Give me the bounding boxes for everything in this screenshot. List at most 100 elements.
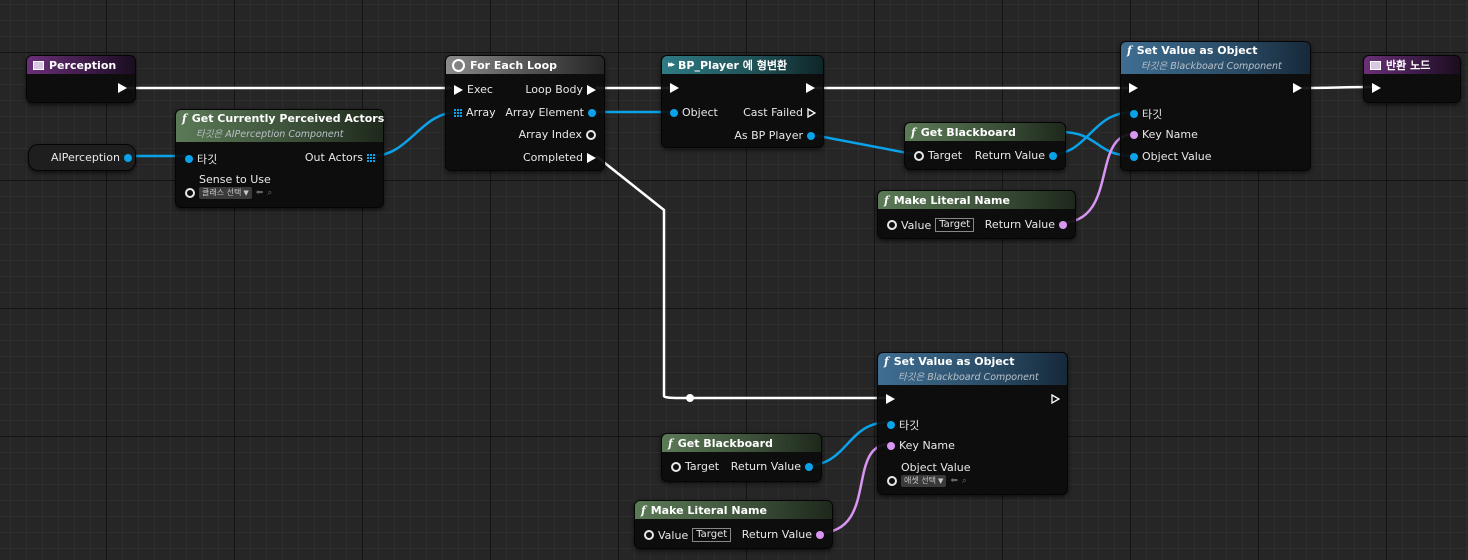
get-blackboard-1-target-pin[interactable]: Target xyxy=(914,149,962,162)
set-value-1-target-pin[interactable]: 타깃 xyxy=(1130,106,1162,122)
cast-exec-out[interactable] xyxy=(806,83,815,93)
loop-body-out[interactable]: Loop Body xyxy=(525,83,596,96)
set-value-2-exec-out[interactable] xyxy=(1051,394,1060,404)
make-literal-2-value-pin[interactable]: Value Target xyxy=(644,528,732,542)
class-select-value: 클래스 선택 xyxy=(202,188,242,197)
return-node-title: 반환 노드 xyxy=(1386,59,1431,72)
get-perceived-target-pin[interactable]: 타깃 xyxy=(185,151,217,167)
make-literal-1-value-pin[interactable]: Value Target xyxy=(887,218,975,232)
object-pin-icon xyxy=(1130,152,1138,161)
get-blackboard-1-return-label: Return Value xyxy=(974,149,1045,162)
set-value-subtitle-2: 타깃은 Blackboard Component xyxy=(898,372,1039,383)
make-literal-2-value-input[interactable]: Target xyxy=(692,528,732,542)
object-pin-icon xyxy=(887,476,897,486)
array-index-out[interactable]: Array Index xyxy=(519,128,596,141)
make-literal-2-return-pin[interactable]: Return Value xyxy=(742,528,824,541)
as-bp-player-out[interactable]: As BP Player xyxy=(734,129,815,142)
exec-pin-hollow-icon xyxy=(807,107,816,118)
return-node[interactable]: 반환 노드 xyxy=(1363,55,1461,103)
set-value-2-exec-in[interactable] xyxy=(886,394,895,404)
set-value-1-key-name-pin[interactable]: Key Name xyxy=(1130,128,1198,141)
exec-pin-icon xyxy=(118,83,127,93)
return-node-header: 반환 노드 xyxy=(1364,56,1460,74)
as-bp-player-label: As BP Player xyxy=(734,129,803,142)
for-each-array-in[interactable]: Array xyxy=(454,106,496,119)
set-value-1-target-label: 타깃 xyxy=(1142,108,1163,121)
function-icon: f xyxy=(884,193,889,207)
make-literal-1-value-input[interactable]: Target xyxy=(935,218,975,232)
make-literal-1-value-label: Value xyxy=(901,218,932,232)
object-pin-icon xyxy=(914,150,924,161)
get-blackboard-2-return-pin[interactable]: Return Value xyxy=(731,460,813,473)
cast-exec-in[interactable] xyxy=(670,83,679,93)
function-icon: f xyxy=(641,503,646,517)
object-pin-icon xyxy=(671,461,681,472)
class-select-dropdown[interactable]: 클래스 선택▼ xyxy=(199,187,252,199)
return-exec-in[interactable] xyxy=(1372,83,1381,93)
set-value-1-object-value-pin[interactable]: Object Value xyxy=(1130,150,1212,163)
get-blackboard-node-1[interactable]: f Get Blackboard Target Return Value xyxy=(904,122,1066,170)
int-pin-icon xyxy=(586,129,596,140)
get-perceived-target-label: 타깃 xyxy=(197,153,218,166)
set-value-1-object-value-label: Object Value xyxy=(1142,150,1212,163)
make-literal-title-2: Make Literal Name xyxy=(650,503,767,517)
cast-icon: ▸▸ xyxy=(668,60,675,70)
name-pin-icon xyxy=(1059,220,1067,229)
asset-select-dropdown[interactable]: 애셋 선택▼ xyxy=(901,475,947,487)
name-pin-icon xyxy=(816,530,824,539)
out-actors-label: Out Actors xyxy=(304,151,363,164)
set-value-title-2: Set Value as Object xyxy=(893,355,1015,368)
for-each-loop-node[interactable]: For Each Loop Exec Array Loop Body Array… xyxy=(445,55,605,171)
perception-node[interactable]: Perception xyxy=(26,55,136,103)
get-blackboard-2-target-label: Target xyxy=(685,460,720,473)
get-blackboard-title-2: Get Blackboard xyxy=(677,436,773,450)
use-selected-icon[interactable]: ⬅ xyxy=(255,188,264,198)
set-value-2-key-name-pin[interactable]: Key Name xyxy=(887,439,955,452)
make-literal-2-return-label: Return Value xyxy=(741,528,812,541)
aiperception-output-pin[interactable]: AIPerception xyxy=(51,151,132,164)
cast-to-bp-player-node[interactable]: ▸▸ BP_Player 에 형변환 Object Cast Failed As… xyxy=(661,55,824,148)
cast-object-in[interactable]: Object xyxy=(670,106,718,119)
exec-pin-icon xyxy=(454,84,463,95)
for-each-exec-in[interactable]: Exec xyxy=(454,83,493,96)
array-element-out[interactable]: Array Element xyxy=(505,106,596,119)
cast-object-label: Object xyxy=(682,106,718,119)
array-pin-icon xyxy=(367,153,375,162)
get-blackboard-header-1: f Get Blackboard xyxy=(905,123,1065,141)
loop-body-label: Loop Body xyxy=(525,83,583,96)
browse-icon[interactable]: ⌕ xyxy=(961,476,967,486)
set-value-1-exec-in[interactable] xyxy=(1129,83,1138,93)
set-value-2-target-pin[interactable]: 타깃 xyxy=(887,417,919,433)
use-selected-icon[interactable]: ⬅ xyxy=(950,476,958,486)
class-pin-icon xyxy=(185,188,195,198)
completed-label: Completed xyxy=(523,151,583,164)
make-literal-1-return-pin[interactable]: Return Value xyxy=(985,218,1067,231)
set-value-1-exec-out[interactable] xyxy=(1293,83,1302,93)
make-literal-name-node-1[interactable]: f Make Literal Name Value Target Return … xyxy=(877,190,1076,239)
cast-node-header: ▸▸ BP_Player 에 형변환 xyxy=(662,56,823,74)
make-literal-name-node-2[interactable]: f Make Literal Name Value Target Return … xyxy=(634,500,833,549)
get-blackboard-node-2[interactable]: f Get Blackboard Target Return Value xyxy=(661,433,822,482)
aiperception-variable-node[interactable]: AIPerception xyxy=(28,144,136,171)
get-perceived-out-actors-pin[interactable]: Out Actors xyxy=(305,151,375,164)
perception-exec-out[interactable] xyxy=(118,83,127,93)
sense-to-use-pin[interactable]: Sense to Use 클래스 선택▼ ⬅ ⌕ xyxy=(185,173,272,199)
set-value-2-object-value-pin[interactable]: Object Value 애셋 선택▼ ⬅ ⌕ xyxy=(887,461,971,487)
make-literal-header-1: f Make Literal Name xyxy=(878,191,1075,209)
exec-wire xyxy=(595,155,888,400)
exec-pin-icon xyxy=(1372,83,1381,93)
get-blackboard-2-target-pin[interactable]: Target xyxy=(671,460,719,473)
get-blackboard-1-return-pin[interactable]: Return Value xyxy=(975,149,1057,162)
set-value-2-object-value-label: Object Value xyxy=(901,461,971,474)
cast-failed-out[interactable]: Cast Failed xyxy=(743,106,816,119)
sense-to-use-label: Sense to Use xyxy=(199,173,271,186)
browse-icon[interactable]: ⌕ xyxy=(267,188,273,198)
exec-pin-icon xyxy=(1293,83,1302,93)
array-label: Array xyxy=(466,106,496,119)
completed-out[interactable]: Completed xyxy=(523,151,596,164)
object-pin-icon xyxy=(805,462,813,471)
